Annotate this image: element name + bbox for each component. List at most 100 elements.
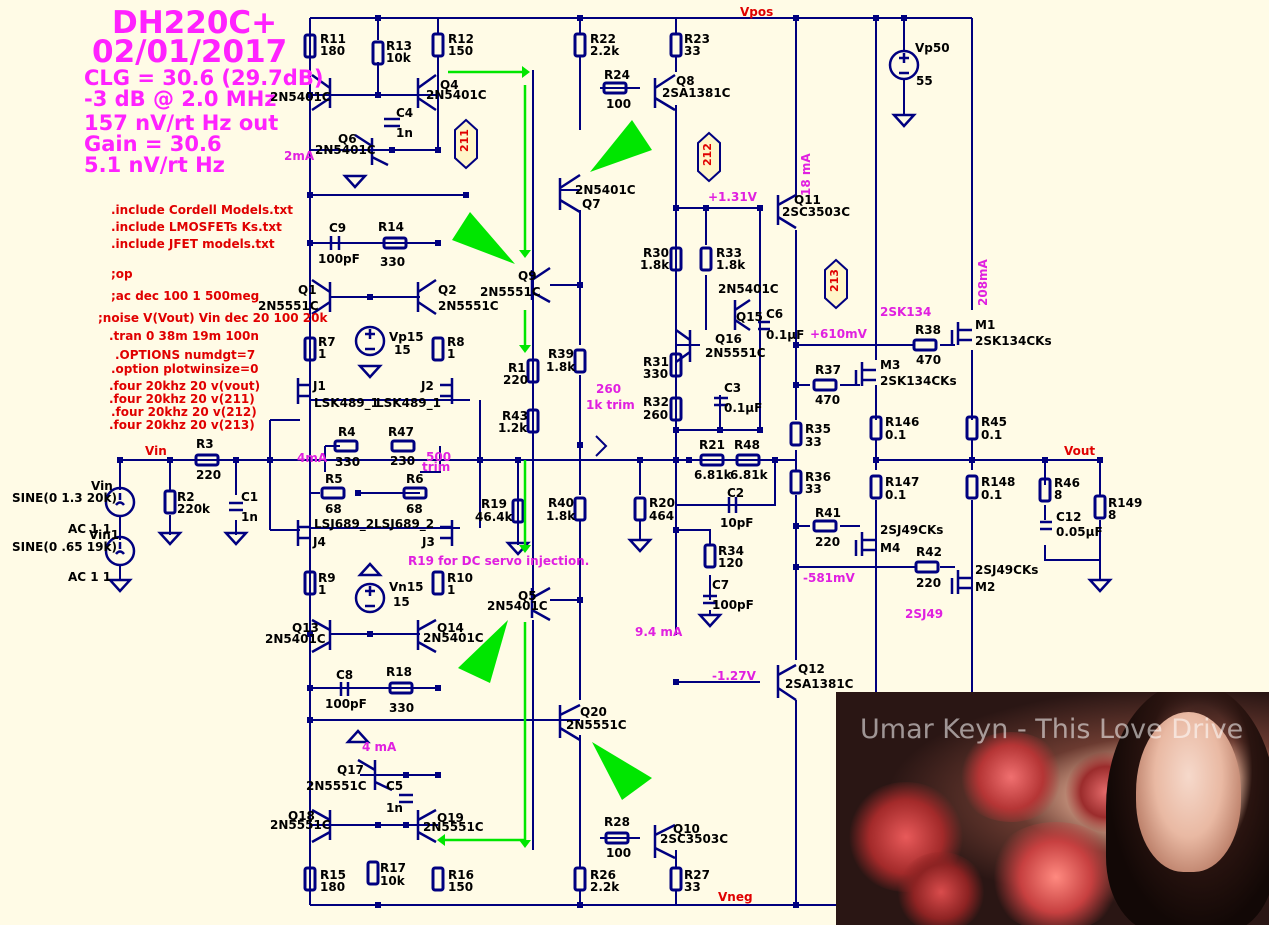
label-r3: R3 — [196, 437, 214, 451]
label-r5: R5 — [325, 472, 343, 486]
net-213: 213 — [828, 269, 841, 292]
label-r41: R41 — [815, 506, 841, 520]
label-j3: J3 — [422, 535, 435, 549]
label-m3: 2SK134CKs — [880, 374, 957, 388]
wires — [119, 17, 1101, 906]
label-c1: C1 — [241, 490, 259, 504]
value-r21: 6.81k — [694, 468, 732, 482]
label-r23: R23 — [684, 32, 710, 46]
value-r4: 330 — [335, 455, 361, 469]
label-c5: C5 — [386, 779, 404, 793]
label-q16: 2N5551C — [705, 346, 766, 360]
label-q13-name: Q13 — [292, 621, 319, 635]
label-q20-name: Q20 — [580, 705, 607, 719]
note-minus-1-27v: -1.27V — [712, 669, 756, 683]
label-vin: Vin — [91, 479, 113, 493]
value-r34: 120 — [718, 556, 744, 570]
label-r13: R13 — [386, 39, 412, 53]
label-r40: R40 — [548, 496, 574, 510]
note-2ma: 2mA — [284, 149, 315, 163]
note-4ma: 4 mA — [362, 740, 397, 754]
value-r5: 68 — [325, 502, 342, 516]
label-r147: R147 — [885, 475, 920, 489]
label-q5-name: Q5 — [518, 589, 537, 603]
note-2sk134: 2SK134 — [880, 305, 932, 319]
capacitors — [229, 117, 1052, 804]
value-r15: 180 — [320, 880, 346, 894]
label-r14: R14 — [378, 220, 404, 234]
spec-bandwidth: -3 dB @ 2.0 MHz — [84, 87, 277, 111]
label-q6: 2N5401C — [315, 143, 376, 157]
label-q9: 2N5551C — [480, 285, 541, 299]
label-q2-name: Q2 — [438, 283, 457, 297]
label-j1: J1 — [313, 379, 326, 393]
note-1k-trim: 1k trim — [586, 398, 635, 412]
label-m4: 2SJ49CKs — [880, 523, 944, 537]
value-c1: 1n — [241, 510, 258, 524]
label-r12: R12 — [448, 32, 474, 46]
value-r30: 1.8k — [640, 258, 670, 272]
label-r16: R16 — [448, 868, 474, 882]
label-r15: R15 — [320, 868, 346, 882]
label-r1: R1 — [508, 361, 526, 375]
label-m4-name: M4 — [880, 541, 901, 555]
label-r10: R10 — [447, 571, 473, 585]
value-c3: 0.1µF — [724, 401, 763, 415]
value-r16: 150 — [448, 880, 474, 894]
value-r42: 220 — [916, 576, 942, 590]
spec-gain: Gain = 30.6 — [84, 132, 222, 156]
label-r21: R21 — [699, 438, 725, 452]
video-thumbnail[interactable]: Umar Keyn - This Love Drive — [836, 692, 1269, 925]
directive-13: .four 20khz 20 v(213) — [109, 418, 255, 432]
label-r24: R24 — [604, 68, 630, 82]
directive-10: .four 20khz 20 v(vout) — [109, 379, 261, 393]
note-2sj49: 2SJ49 — [905, 607, 944, 621]
label-r148: R148 — [981, 475, 1016, 489]
label-c2: C2 — [727, 486, 745, 500]
label-m1-name: M1 — [975, 318, 996, 332]
value-r39: 1.8k — [546, 360, 576, 374]
value-r148: 0.1 — [981, 488, 1003, 502]
label-j1-model: LSK489_1 — [314, 396, 379, 410]
value-c8: 100pF — [325, 697, 367, 711]
note-plus-610mv: +610mV — [810, 327, 867, 341]
directive-1: .include Cordell Models.txt — [111, 203, 293, 217]
value-c6: 0.1µF — [766, 328, 805, 342]
value-vin1: SINE(0 .65 19k) — [12, 540, 117, 554]
label-q19-name: Q19 — [437, 811, 464, 825]
transistors — [296, 73, 972, 860]
net-vneg: Vneg — [718, 890, 753, 904]
label-r33: R33 — [716, 246, 742, 260]
note-4ma-left: 4mA — [297, 451, 328, 465]
label-j2-model: LSK489_1 — [376, 396, 441, 410]
label-q11: 2SC3503C — [782, 205, 851, 219]
signal-flow-arrows — [437, 66, 652, 848]
label-r146: R146 — [885, 415, 920, 429]
label-q12-name: Q12 — [798, 662, 825, 676]
label-r17: R17 — [380, 861, 406, 875]
value-r19: 46.4k — [475, 510, 513, 524]
label-q17-name: Q17 — [337, 763, 364, 777]
label-c9: C9 — [329, 221, 347, 235]
label-r38: R38 — [915, 323, 941, 337]
label-r43: R43 — [502, 409, 528, 423]
value-r8: 1 — [447, 347, 456, 361]
value-r38: 470 — [916, 353, 942, 367]
value-r10: 1 — [447, 583, 456, 597]
label-q5: 2N5401C — [487, 599, 548, 613]
label-q14: 2N5401C — [423, 631, 484, 645]
label-c12: C12 — [1056, 510, 1082, 524]
value-vin: SINE(0 1.3 20k) — [12, 491, 117, 505]
net-212: 212 — [701, 143, 714, 166]
value-vp15: 15 — [394, 343, 411, 357]
label-r36: R36 — [805, 470, 831, 484]
label-vin1: Vin1 — [89, 528, 120, 542]
value-c4: 1n — [396, 126, 413, 140]
label-vp15: Vp15 — [389, 330, 424, 344]
value-r40: 1.8k — [546, 509, 576, 523]
value-r7: 1 — [318, 347, 327, 361]
label-q9-name: Q9 — [518, 269, 537, 283]
note-500: 500 — [426, 450, 452, 464]
value-r36: 33 — [805, 482, 822, 496]
label-m3-name: M3 — [880, 358, 901, 372]
